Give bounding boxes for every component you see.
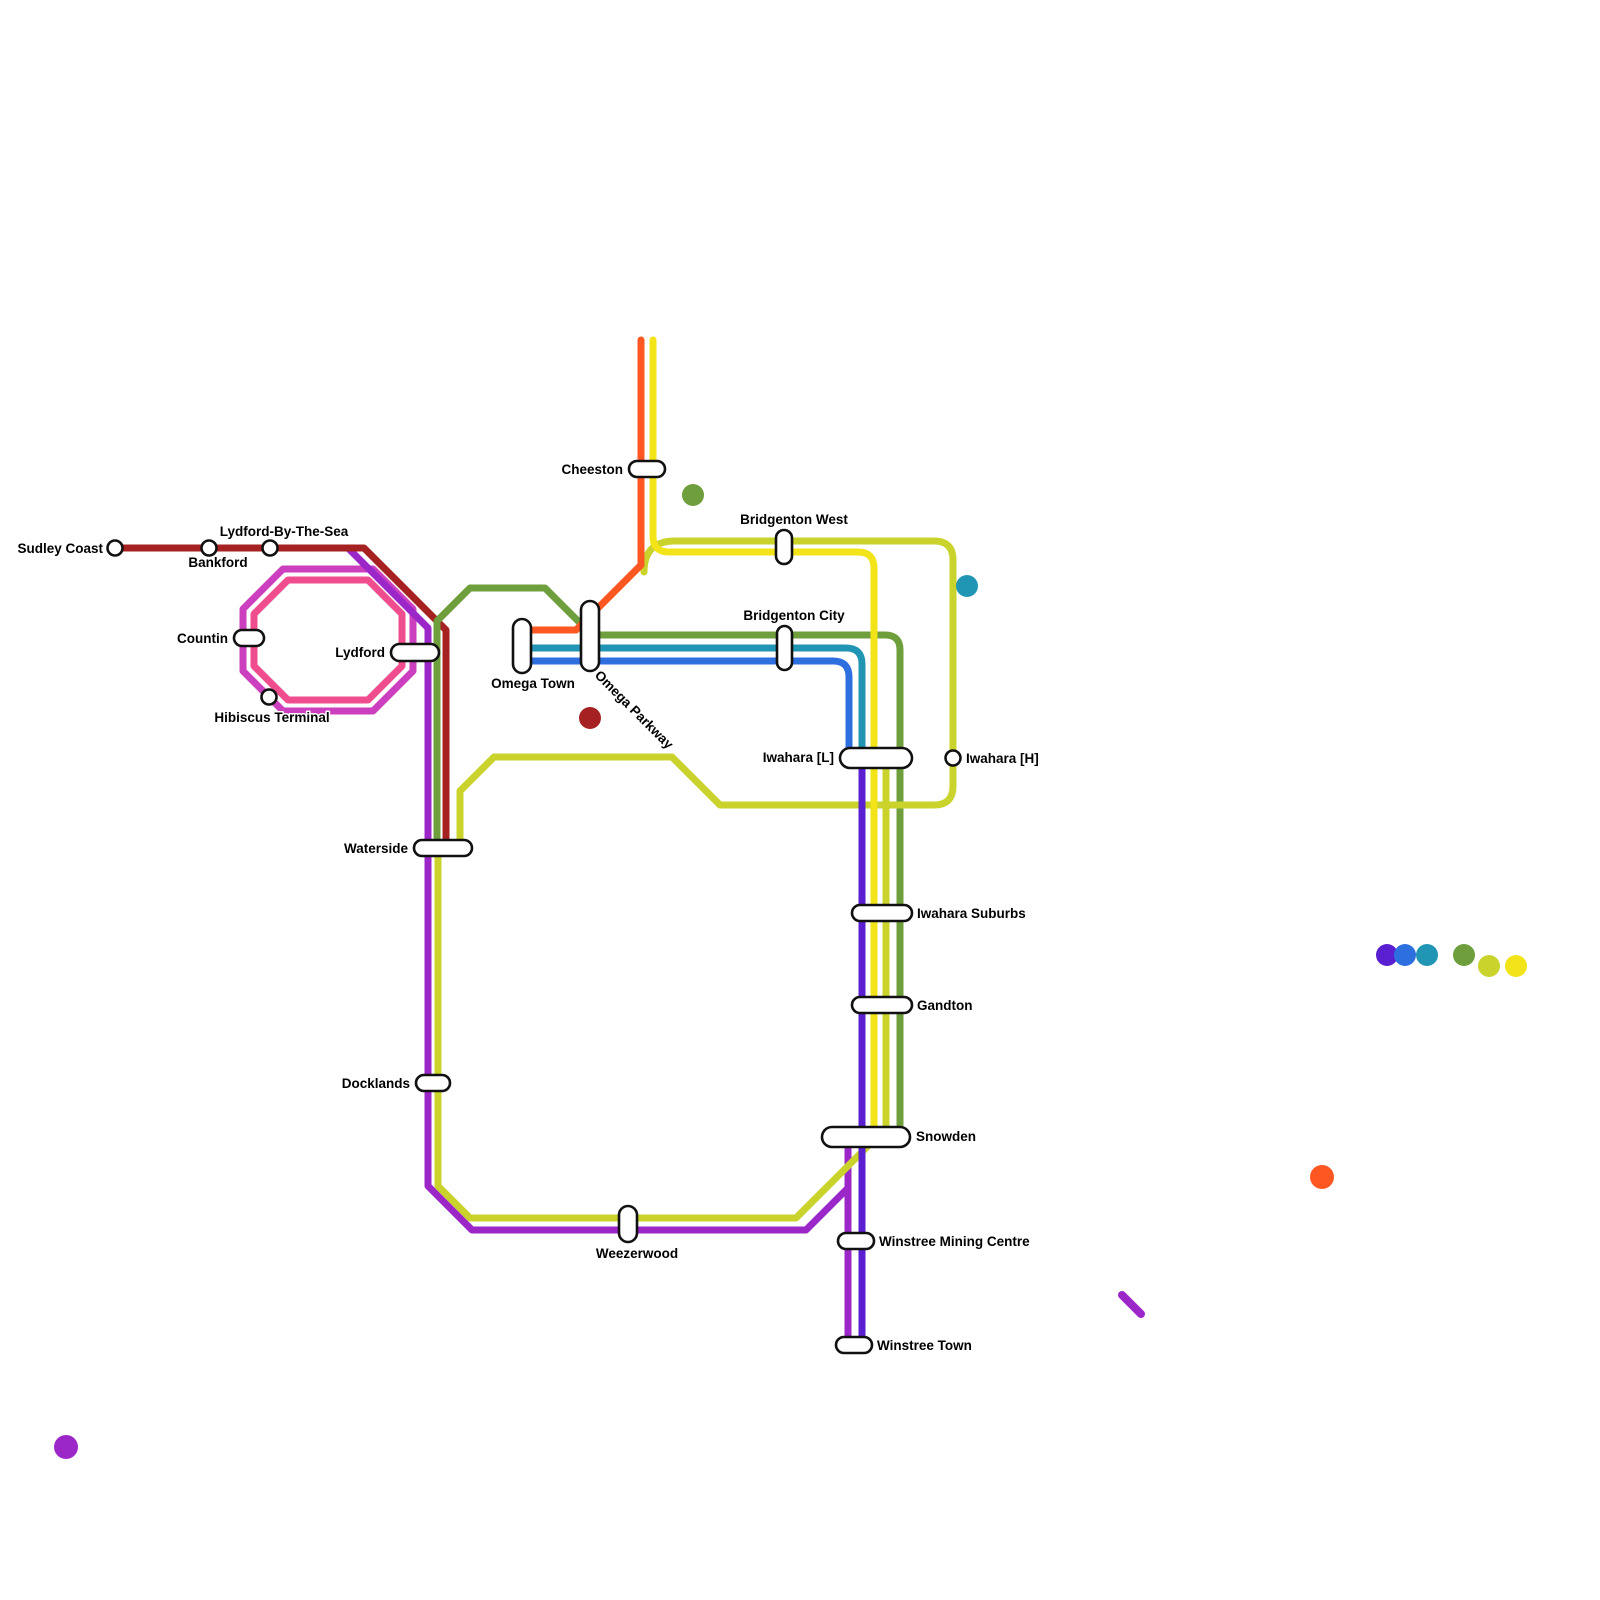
line-lime [434, 537, 957, 1222]
legend-green-dot [1453, 944, 1475, 966]
station-label-iwahara-suburbs: Iwahara Suburbs [917, 906, 1026, 921]
legend-yellow-dot [1505, 955, 1527, 977]
legend-teal-dot [1416, 944, 1438, 966]
line-yellow [649, 336, 878, 1142]
station-waterside [412, 838, 474, 858]
station-label-weezerwood: Weezerwood [596, 1246, 678, 1261]
station-omega-town [511, 617, 533, 675]
station-bridgenton-city [775, 624, 794, 672]
legend-blue-dot [1394, 944, 1416, 966]
station-label-cheeston: Cheeston [561, 462, 623, 477]
station-label-omega-parkway: Omega Parkway [592, 668, 677, 753]
station-label-lydford-by-the-sea: Lydford-By-The-Sea [220, 524, 349, 539]
purple-dot [54, 1435, 78, 1459]
station-label-bridgenton-west: Bridgenton West [740, 512, 848, 527]
station-sudley-coast [106, 539, 124, 557]
line-green [433, 584, 904, 1142]
station-winstree-town [834, 1335, 874, 1355]
line-teal [516, 644, 866, 760]
station-label-docklands: Docklands [342, 1076, 410, 1091]
station-label-iwahara-l: Iwahara [L] [763, 750, 834, 765]
station-hibiscus-terminal [260, 688, 278, 706]
line-magenta-loop [239, 565, 417, 715]
station-label-bridgenton-city: Bridgenton City [743, 608, 845, 623]
line-blue [516, 657, 853, 760]
stations [106, 459, 962, 1355]
decor-marks [54, 484, 1527, 1459]
station-weezerwood [617, 1204, 639, 1244]
station-countin [232, 628, 266, 648]
station-label-winstree-mining-centre: Winstree Mining Centre [879, 1234, 1030, 1249]
dark-red-dot [579, 707, 601, 729]
station-lydford-by-the-sea [261, 539, 279, 557]
station-bridgenton-west [774, 528, 794, 566]
station-bankford [200, 539, 218, 557]
legend-violet-dot [1376, 944, 1398, 966]
station-label-iwahara-h: Iwahara [H] [966, 751, 1039, 766]
station-label-countin: Countin [177, 631, 228, 646]
legend-lime-dot [1478, 955, 1500, 977]
line-orange [516, 336, 645, 634]
station-label-winstree-town: Winstree Town [877, 1338, 972, 1353]
station-label-waterside: Waterside [344, 841, 409, 856]
station-omega-parkway [579, 599, 601, 673]
orange-dot [1310, 1165, 1334, 1189]
station-label-lydford: Lydford [335, 645, 385, 660]
station-iwahara-l [838, 746, 914, 770]
station-iwahara-h [944, 749, 962, 767]
station-label-sudley-coast: Sudley Coast [17, 541, 103, 556]
station-iwahara-suburbs [850, 903, 914, 923]
station-gandton [850, 995, 914, 1015]
station-label-snowden: Snowden [916, 1129, 976, 1144]
station-label-hibiscus-terminal: Hibiscus Terminal [214, 710, 329, 725]
route-lines [111, 336, 957, 1353]
station-lydford [389, 642, 441, 663]
line-pink-loop [250, 576, 406, 704]
line-dark-red [111, 544, 450, 854]
station-label-omega-town: Omega Town [491, 676, 575, 691]
station-label-gandton: Gandton [917, 998, 973, 1013]
green-dot [682, 484, 704, 506]
station-docklands [414, 1073, 452, 1093]
teal-dot [956, 575, 978, 597]
station-cheeston [627, 459, 667, 479]
station-winstree-mining-centre [836, 1231, 876, 1251]
station-snowden [820, 1125, 912, 1149]
station-label-bankford: Bankford [188, 555, 247, 570]
line-purple [266, 544, 852, 1353]
purple-dash [1118, 1291, 1145, 1318]
